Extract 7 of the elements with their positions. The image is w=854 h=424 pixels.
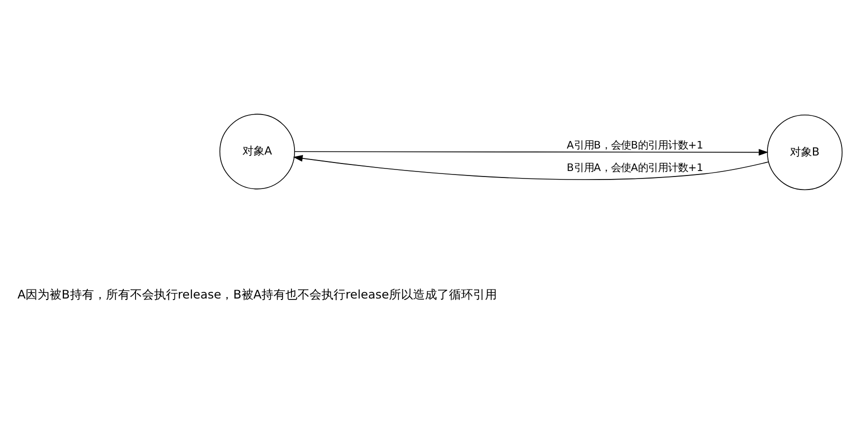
node-circle: 对象B (766, 114, 843, 190)
edge-label: A引用B，会使B的引用计数+1 (566, 140, 704, 152)
label: A因为被B持有，所有不会执行release，B被A持有也不会执行release所以造成了循环引用 (17, 287, 497, 302)
arrow (294, 148, 768, 156)
node-circle: 对象A (219, 114, 295, 190)
arrow (293, 155, 769, 180)
edge-label: B引用A，会使A的引用计数+1 (566, 162, 704, 174)
